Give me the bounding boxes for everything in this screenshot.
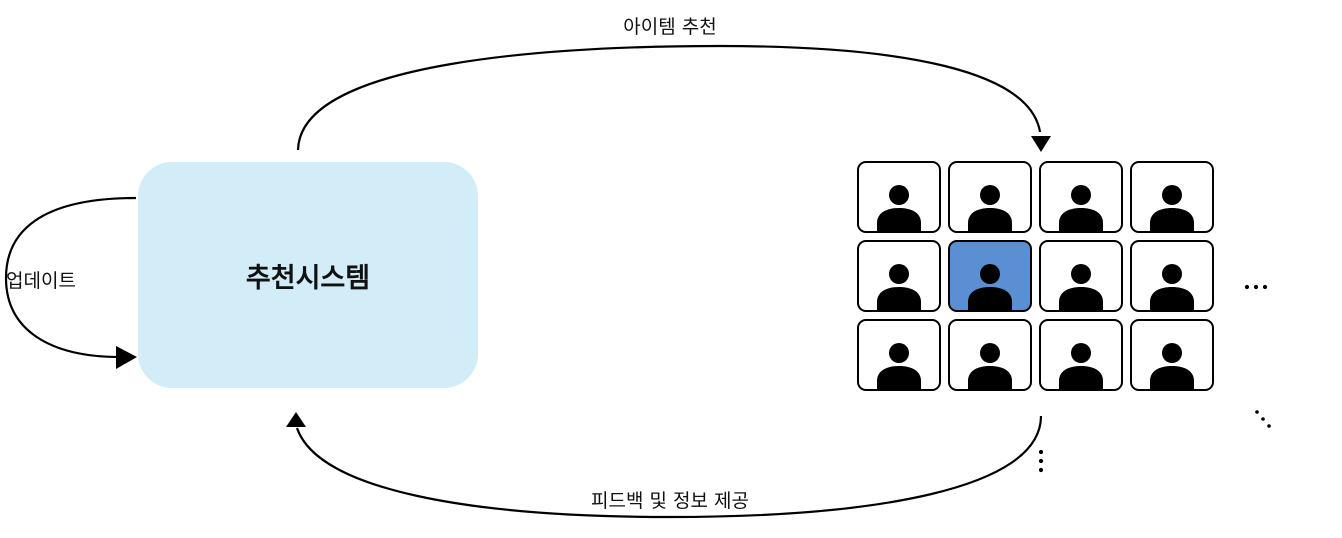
person-icon — [1150, 185, 1194, 231]
person-icon — [1059, 264, 1103, 310]
update-loop-arrowhead — [116, 346, 137, 369]
person-icon — [968, 264, 1012, 310]
person-icon — [877, 264, 921, 310]
user-cell-highlighted — [948, 240, 1032, 312]
user-grid — [857, 161, 1214, 391]
user-cell — [1130, 240, 1214, 312]
person-icon — [968, 343, 1012, 389]
update-label: 업데이트 — [6, 270, 76, 292]
continuation-down-dots — [1038, 449, 1044, 473]
person-icon — [1150, 264, 1194, 310]
user-cell — [948, 319, 1032, 391]
person-icon — [877, 343, 921, 389]
recommendation-system-box: 추천시스템 — [138, 162, 478, 388]
feedback-arrow — [295, 415, 1043, 519]
user-cell — [1039, 319, 1123, 391]
user-cell — [857, 319, 941, 391]
feedback-label: 피드백 및 정보 제공 — [591, 490, 749, 512]
person-icon — [1059, 185, 1103, 231]
item-recommendation-label: 아이템 추천 — [623, 16, 717, 38]
user-cell — [857, 240, 941, 312]
user-cell — [1039, 161, 1123, 233]
update-loop-arrow — [4, 196, 137, 359]
item-recommendation-arrowhead — [1031, 136, 1051, 152]
user-cell — [948, 161, 1032, 233]
item-recommendation-arrow — [296, 44, 1042, 151]
person-icon — [877, 185, 921, 231]
user-cell — [1130, 319, 1214, 391]
person-icon — [968, 185, 1012, 231]
user-cell — [857, 161, 941, 233]
person-icon — [1150, 343, 1194, 389]
recommendation-system-title: 추천시스템 — [245, 262, 371, 294]
person-icon — [1059, 343, 1103, 389]
continuation-diagonal-dots — [1255, 410, 1271, 428]
continuation-right-dots — [1244, 284, 1268, 290]
user-cell — [1130, 161, 1214, 233]
feedback-arrowhead — [286, 412, 306, 427]
user-cell — [1039, 240, 1123, 312]
